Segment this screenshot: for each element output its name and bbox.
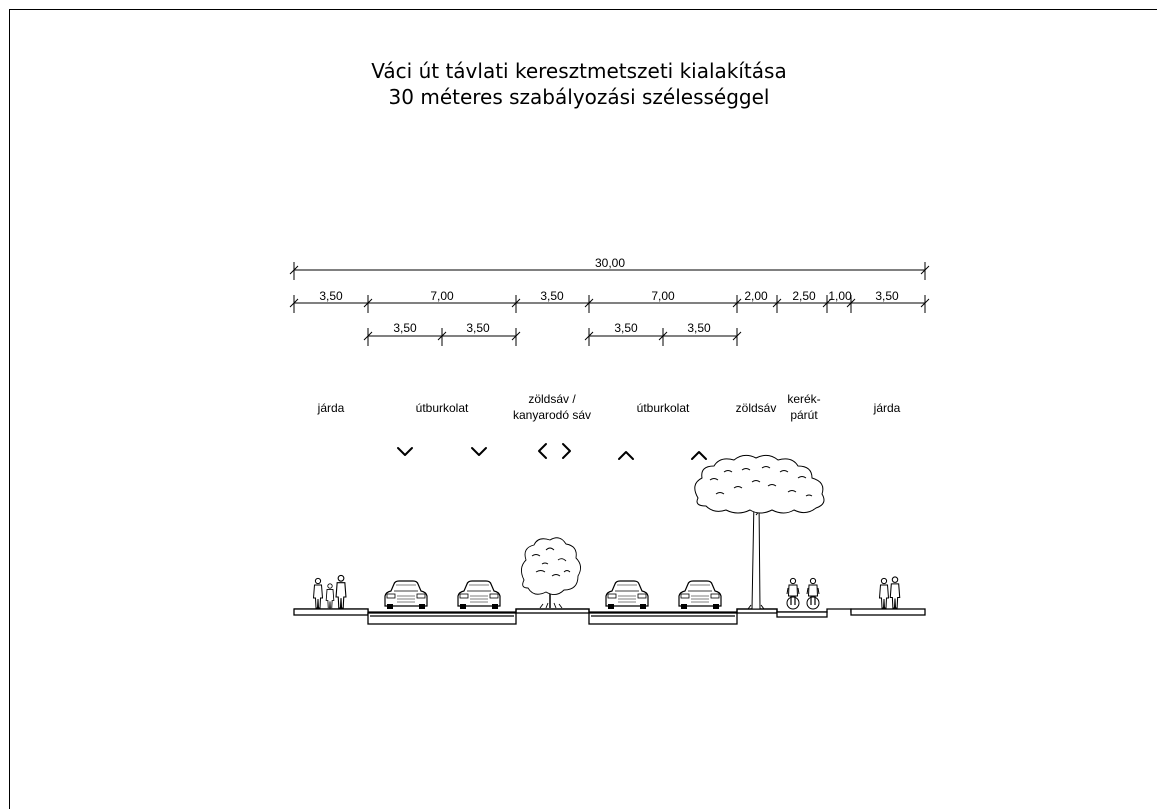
label-jarda-right: járda bbox=[873, 401, 901, 415]
pedestrians-icon bbox=[313, 574, 347, 610]
label-utburkolat-left: útburkolat bbox=[416, 401, 469, 415]
direction-arrows bbox=[397, 443, 707, 460]
drawing-title: Váci út távlati keresztmetszeti kialakít… bbox=[0, 58, 1158, 110]
dimension-slash bbox=[732, 298, 742, 308]
car-icon bbox=[605, 580, 649, 610]
dim-segment-4: 7,00 bbox=[651, 289, 675, 303]
chevron-up-icon bbox=[618, 451, 634, 460]
dimension-slash bbox=[511, 331, 521, 341]
chevron-right-icon bbox=[562, 443, 571, 459]
dimension-slash bbox=[584, 298, 594, 308]
dimension-slash bbox=[363, 298, 373, 308]
dim-sub-right-2: 3,50 bbox=[687, 321, 711, 335]
label-zoldsav: zöldsáv bbox=[736, 401, 777, 415]
label-zoldsav-kanyarodo-2: kanyarodó sáv bbox=[513, 408, 591, 422]
car-icon bbox=[678, 580, 722, 610]
dim-segment-8: 3,50 bbox=[875, 289, 899, 303]
dimension-slash bbox=[584, 331, 594, 341]
dimension-slash bbox=[772, 298, 782, 308]
label-kerekparut-1: kerék- bbox=[787, 392, 820, 406]
label-kerekparut-2: párút bbox=[790, 408, 818, 422]
dim-segment-6: 2,50 bbox=[792, 289, 816, 303]
dim-sub-left-2: 3,50 bbox=[466, 321, 490, 335]
dimension-slash bbox=[437, 331, 447, 341]
dimension-labels: 30,00 3,50 7,00 3,50 7,00 2,00 2,50 1,00… bbox=[319, 256, 899, 335]
dim-total: 30,00 bbox=[595, 256, 625, 270]
bush-tree-icon bbox=[521, 537, 581, 609]
dim-sub-right-1: 3,50 bbox=[614, 321, 638, 335]
dim-sub-left-1: 3,50 bbox=[393, 321, 417, 335]
chevron-down-icon bbox=[397, 447, 413, 456]
car-icon bbox=[457, 580, 501, 610]
label-zoldsav-kanyarodo-1: zöldsáv / bbox=[528, 392, 576, 406]
dimension-slash bbox=[289, 298, 299, 308]
label-jarda-left: járda bbox=[317, 401, 345, 415]
dimension-lines bbox=[289, 262, 930, 346]
dimension-slash bbox=[846, 298, 856, 308]
car-icon bbox=[384, 580, 428, 610]
zone-labels: járda útburkolat zöldsáv / kanyarodó sáv… bbox=[317, 392, 901, 422]
dim-segment-3: 3,50 bbox=[540, 289, 564, 303]
title-line-1: Váci út távlati keresztmetszeti kialakít… bbox=[371, 59, 787, 83]
title-line-2: 30 méteres szabályozási szélességgel bbox=[388, 85, 770, 109]
dimension-slash bbox=[822, 298, 832, 308]
pedestrians-icon bbox=[879, 576, 901, 609]
dimension-slash bbox=[511, 298, 521, 308]
dim-segment-5: 2,00 bbox=[744, 289, 768, 303]
chevron-left-icon bbox=[538, 443, 547, 459]
drawing-frame bbox=[9, 9, 1157, 809]
dimension-slash bbox=[658, 331, 668, 341]
cyclists-icon bbox=[786, 577, 820, 610]
tall-tree-icon bbox=[694, 454, 825, 610]
ground-profile bbox=[293, 608, 926, 625]
dim-segment-7: 1,00 bbox=[828, 289, 852, 303]
label-utburkolat-right: útburkolat bbox=[637, 401, 690, 415]
dim-segment-2: 7,00 bbox=[430, 289, 454, 303]
dimension-slash bbox=[920, 298, 930, 308]
chevron-down-icon bbox=[471, 447, 487, 456]
dimension-slash bbox=[732, 331, 742, 341]
dim-segment-1: 3,50 bbox=[319, 289, 343, 303]
dimension-slash bbox=[363, 331, 373, 341]
chevron-up-icon bbox=[691, 451, 707, 460]
